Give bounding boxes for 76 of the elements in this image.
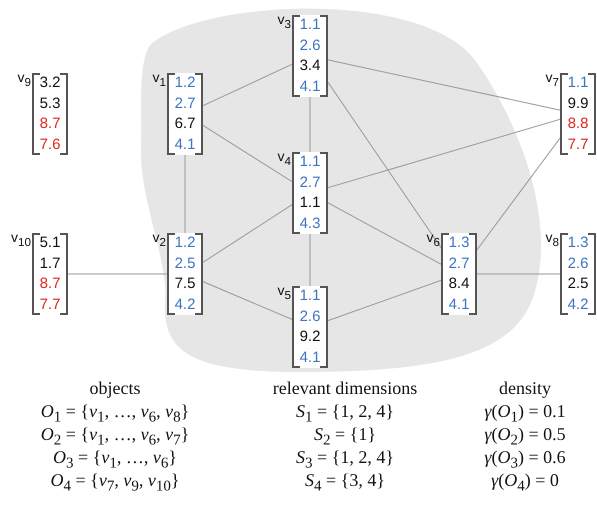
connector-line [202, 124, 292, 182]
vertex-label: v$_{5}$ [278, 282, 291, 302]
vertex-label: v$_{6}$ [426, 229, 440, 249]
vertex-label: v$_{1}$ [152, 69, 166, 89]
vertex-label: v$_{4}$ [278, 148, 291, 168]
table-cell: S$_{1}$ = {1, 2, 4} [296, 401, 394, 427]
vector-value: 7.7 [566, 134, 590, 154]
table-cell: O$_{2}$ = {v$_{1}$, …, v$_{6}$, v$_{7}$} [40, 424, 190, 450]
vector-value: 9.9 [566, 94, 590, 114]
connector-line [328, 59, 560, 111]
vector-value: 4.1 [174, 134, 196, 154]
vector-value: 1.1 [566, 73, 590, 93]
vector-value: 7.6 [38, 134, 62, 154]
vector-value: 2.6 [566, 254, 590, 274]
vector-value: 2.6 [298, 36, 322, 56]
connector-line [328, 82, 442, 248]
vector-value: 4.1 [448, 294, 470, 314]
vector-value: 2.5 [174, 254, 196, 274]
vector-value: 1.1 [298, 193, 322, 213]
table-cell: γ(O$_{4}$) = 0 [491, 470, 559, 496]
vector-value: 4.1 [298, 76, 322, 96]
connector-line [476, 138, 560, 250]
vertex-label: v$_{3}$ [278, 11, 291, 31]
vector-value: 8.4 [448, 274, 470, 294]
table-cell: O$_{3}$ = {v$_{1}$, …, v$_{6}$} [53, 447, 177, 473]
vector-value: 4.2 [174, 294, 196, 314]
vector-value: 7.5 [174, 274, 196, 294]
table-cell: γ(O$_{1}$) = 0.1 [484, 401, 566, 427]
vector-value: 5.1 [38, 233, 62, 253]
vector-value: 2.6 [298, 306, 322, 326]
vertex-label: v$_{10}$ [11, 229, 31, 249]
vector-value: 1.3 [566, 233, 590, 253]
vertex-label: v$_{2}$ [152, 229, 166, 249]
column-header: relevant dimensions [272, 378, 418, 399]
vector-value: 2.7 [448, 254, 470, 274]
vector-value: 1.1 [298, 286, 322, 306]
vector-value: 3.2 [38, 73, 62, 93]
vertex-label: v$_{9}$ [18, 69, 31, 89]
vector-value: 1.2 [174, 233, 196, 253]
vector-value: 5.3 [38, 94, 62, 114]
column-header: objects [90, 378, 140, 399]
vector-value: 1.2 [174, 73, 196, 93]
connector-line [202, 64, 292, 106]
vector-value: 8.7 [38, 114, 62, 134]
connector-line [328, 280, 442, 322]
vector-value: 6.7 [174, 114, 196, 134]
table-cell: γ(O$_{3}$) = 0.6 [484, 447, 566, 473]
connector-line [202, 204, 292, 263]
vector-value: 1.1 [298, 152, 322, 172]
vector-value: 2.7 [174, 94, 196, 114]
connector-line [184, 154, 186, 234]
connector-line [328, 118, 560, 188]
vector-value: 4.2 [566, 294, 590, 314]
vector-value: 9.2 [298, 327, 322, 347]
column-header: density [499, 378, 551, 399]
vector-value: 4.1 [298, 348, 322, 368]
connector-line [202, 281, 292, 320]
table-cell: O$_{4}$ = {v$_{7}$, v$_{9}$, v$_{10}$} [50, 470, 180, 496]
vector-value: 8.7 [38, 274, 62, 294]
vertex-label: v$_{8}$ [546, 229, 559, 249]
vector-value: 3.4 [298, 56, 322, 76]
connector-line [328, 202, 442, 265]
table-cell: O$_{1}$ = {v$_{1}$, …, v$_{6}$, v$_{8}$} [40, 401, 190, 427]
table-cell: S$_{3}$ = {1, 2, 4} [296, 447, 394, 473]
vector-value: 2.7 [298, 172, 322, 192]
vector-value: 8.8 [566, 114, 590, 134]
vertex-label: v$_{7}$ [546, 69, 559, 89]
vector-value: 1.3 [448, 233, 470, 253]
table-cell: S$_{2}$ = {1} [314, 424, 376, 450]
table-cell: γ(O$_{2}$) = 0.5 [484, 424, 566, 450]
vector-value: 1.7 [38, 254, 62, 274]
vector-value: 7.7 [38, 294, 62, 314]
vector-value: 1.1 [298, 15, 322, 35]
vector-value: 4.3 [298, 214, 322, 234]
vector-value: 2.5 [566, 274, 590, 294]
table-cell: S$_{4}$ = {3, 4} [305, 470, 385, 496]
